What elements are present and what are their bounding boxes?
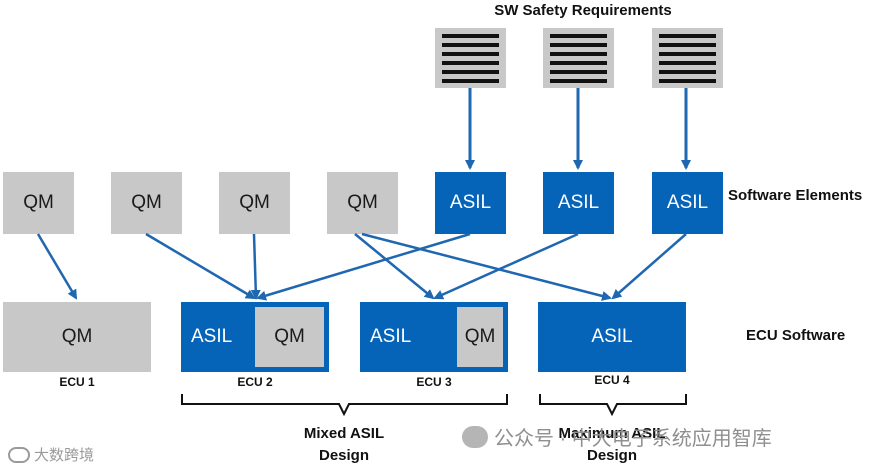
watermark-logo-icon <box>8 446 30 463</box>
requirement-document-2 <box>543 28 614 88</box>
ecu-4-asil: ASIL <box>538 302 686 372</box>
arrow-asil2-ecu3 <box>433 232 579 300</box>
sw-safety-requirements-title: SW Safety Requirements <box>494 2 672 19</box>
mixed-asil-brace <box>181 394 508 417</box>
ecu-software-label: ECU Software <box>746 327 846 344</box>
maximum-asil-line-2: Design <box>586 447 637 464</box>
arrow-qm2-ecu2 <box>145 232 256 300</box>
requirement-document-1 <box>435 28 506 88</box>
watermark-right-text: 公众号 · 中大电子系统应用智库 <box>494 428 772 450</box>
ecu-4-label: ECU 4 <box>594 373 630 387</box>
arrow-qm3-ecu2 <box>250 233 261 300</box>
maximum-asil-design-label: Maximum ASIL Design <box>547 423 677 467</box>
maximum-asil-line-1: Maximum ASIL <box>558 425 666 442</box>
software-element-asil-2: ASIL <box>543 172 614 234</box>
wechat-icon <box>462 425 488 448</box>
ecu-3-label: ECU 3 <box>416 375 452 389</box>
arrow-asil3-ecu4 <box>611 233 687 300</box>
element-to-ecu-arrows <box>36 232 687 301</box>
requirement-document-3 <box>652 28 723 88</box>
ecu-1-qm: QM <box>3 302 151 372</box>
requirement-arrows <box>465 88 691 170</box>
arrow-qm4-ecu4 <box>361 232 612 301</box>
arrow-asil1-ecu2 <box>256 232 471 301</box>
ecu-2-qm: QM <box>255 307 324 367</box>
ecu-3-qm: QM <box>457 307 503 367</box>
watermark-left-text: 大数跨境 <box>34 447 95 464</box>
watermark-right: 公众号 · 中大电子系统应用智库 <box>462 422 772 451</box>
ecu-2-asil: ASIL <box>191 326 233 347</box>
arrow-qm1-ecu1 <box>36 233 78 300</box>
software-element-asil-3: ASIL <box>652 172 723 234</box>
ecu-1-label: ECU 1 <box>59 375 95 389</box>
maximum-asil-brace <box>539 394 687 417</box>
ecu-2-label: ECU 2 <box>237 375 273 389</box>
ecu-3-asil: ASIL <box>370 326 412 347</box>
software-elements-label: Software Elements <box>728 187 863 204</box>
mixed-asil-design-label: Mixed ASIL Design <box>284 423 404 467</box>
mixed-asil-line-1: Mixed ASIL <box>303 425 385 442</box>
watermark-left: 大数跨境 <box>8 444 94 465</box>
software-element-qm-1: QM <box>3 172 74 234</box>
software-element-qm-3: QM <box>219 172 290 234</box>
software-element-qm-4: QM <box>327 172 398 234</box>
software-element-qm-2: QM <box>111 172 182 234</box>
mixed-asil-line-2: Design <box>318 447 369 464</box>
design-braces <box>181 394 687 417</box>
arrow-qm4-ecu3 <box>354 233 435 300</box>
software-element-asil-1: ASIL <box>435 172 506 234</box>
